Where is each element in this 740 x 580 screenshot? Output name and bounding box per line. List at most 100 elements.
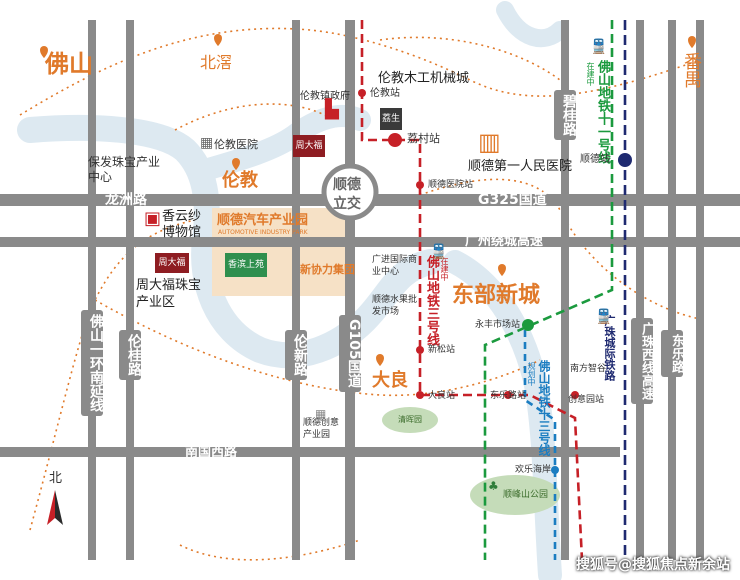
road-label-nanguo-west: 南国西路 [185, 445, 238, 460]
tree-icon: ♣ [488, 479, 499, 493]
road-label-dongle: 东乐路 [661, 330, 684, 377]
station-label: 顺德站 [580, 154, 610, 165]
station-dot [416, 181, 424, 189]
rail-label-guangzhu: 广珠城际铁路 [603, 315, 616, 381]
map-pin-icon [40, 46, 48, 58]
map-pin-icons [40, 34, 696, 366]
district-boundaries [19, 27, 706, 561]
watermark: 搜狐号@搜狐焦点新余站 [576, 557, 730, 573]
road-label-lunxin: 伦新路 [285, 330, 308, 380]
station-label: 东乐路站 [490, 391, 527, 401]
road-label-longzhou: 龙洲路 [105, 192, 147, 208]
auto-park-zone [212, 208, 350, 296]
licun-logo: 荔生 [380, 108, 402, 130]
station-label: 大良站 [428, 391, 456, 401]
poi-chuangyi-park: 顺德创意产业园 [303, 418, 340, 440]
poi-xiangyunsha: 香云纱博物馆 [162, 209, 202, 241]
map-pin-icon [214, 34, 222, 46]
road-label-biguilu: 碧桂路 [554, 90, 577, 140]
shunfeng-park [470, 475, 560, 515]
shunde-interchange [321, 163, 379, 221]
map-pin-icon [376, 354, 384, 366]
building-icon: ▣ [144, 208, 162, 229]
hospital-icon: ▦ [200, 135, 214, 151]
station-dot [522, 319, 534, 331]
metro-layer [360, 20, 627, 561]
compass-label: 北 [49, 471, 63, 486]
road-label-guangzhou-ring: 广州绕城高速 [465, 234, 544, 249]
map-pin-icon [498, 264, 506, 276]
metro-line-11-label: 佛山地铁十一号线 [595, 60, 610, 164]
poi-lunjiao-hospital: 伦教医院 [214, 138, 258, 151]
metro-line-13 [523, 330, 557, 560]
metro-train-icon: 🚆 [590, 39, 608, 55]
district-lunjiao: 伦教 [222, 170, 258, 191]
boundary-line [179, 539, 361, 561]
river-east [443, 250, 562, 580]
station-dot [551, 466, 559, 474]
compass-icon [47, 490, 63, 525]
metro-train-icon: 🚆 [595, 309, 613, 325]
zhoudafu-logo: 周大福 [293, 135, 325, 157]
station-label: 欢乐海岸 [515, 465, 552, 475]
station-label: 顺德医院站 [428, 180, 474, 190]
poi-qinghui: 清晖园 [398, 415, 422, 424]
hospital-icon: ▥ [478, 128, 501, 156]
station-dot [358, 89, 366, 97]
district-dongbu: 东部新城 [452, 283, 541, 308]
poi-auto-park-en: AUTOMOTIVE INDUSTRY PARK [218, 229, 308, 236]
station-dot [388, 133, 402, 147]
road-label-lungui: 伦桂路 [119, 330, 142, 380]
station-dot [416, 346, 424, 354]
metro-line-11 [483, 20, 614, 560]
metro-line-13-note: 规划中 [527, 362, 536, 386]
poi-shunfeng: 顺峰山公园 [503, 490, 549, 500]
river-north-east [496, 1, 569, 48]
poi-baofa: 保发珠宝产业中心 [88, 155, 161, 184]
station-label: 荔村站 [407, 132, 440, 145]
river [17, 114, 443, 369]
station-label: 南方智谷 [570, 364, 607, 374]
station-label: 新松站 [428, 345, 456, 355]
station-dot [618, 153, 632, 167]
poi-fruit-market: 顺德水果批发市场 [372, 295, 418, 317]
boundary-line [419, 178, 706, 321]
poi-auto-park: 顺德汽车产业园 [217, 213, 309, 228]
boundary-line [174, 103, 331, 131]
station-dot [416, 391, 424, 399]
road-label-g105: G105国道 [339, 315, 362, 392]
interchange-name: 顺德 [333, 177, 361, 193]
boundary-line [94, 299, 541, 397]
poi-guangjin: 广进国际商业中心 [372, 255, 418, 277]
poi-lunjiao-wood: 伦教木工机械城 [378, 71, 470, 86]
boundary-line [379, 36, 561, 81]
metro-train-icon: 🚆 [430, 244, 448, 260]
station-label: 伦教站 [370, 88, 400, 99]
station-dot [504, 391, 512, 399]
station-dot [571, 391, 579, 399]
poi-zhoudafu-zone: 周大福珠宝产业区 [136, 278, 202, 310]
building-icon: ▙ [325, 99, 339, 120]
district-beijiao: 北滘 [200, 53, 233, 72]
interchange-name: 立交 [333, 196, 361, 212]
metro-line-13-label: 佛山地铁十三号线 [537, 360, 551, 456]
station-label: 创意园站 [568, 395, 605, 405]
road-label-g325: G325国道 [478, 192, 547, 208]
district-panyu: 番禺 [681, 52, 702, 88]
zhoudafu-logo: 周大福 [155, 253, 189, 273]
metro-line-11-note: 在建中 [586, 62, 595, 86]
map-pin-icon [688, 36, 696, 48]
district-foshan: 佛山 [45, 50, 93, 78]
poi-first-hospital: 顺德第一人民医院 [468, 159, 573, 174]
qinghui-park [382, 407, 438, 433]
metro-line-3-label: 佛山地铁三号线 [424, 255, 439, 346]
poi-lunjiao-gov: 伦教镇政府 [300, 91, 350, 102]
station-label: 永丰市场站 [475, 320, 521, 330]
road-label-guangzhu-west: 广珠西线高速 [631, 318, 654, 404]
map-pin-icon [232, 158, 240, 170]
metro-line-3-note: 在建中 [440, 257, 449, 281]
district-daliang: 大良 [372, 370, 408, 391]
poi-xinxieli: 新协力集团 [300, 263, 355, 276]
road-label-foshan-ring: 佛山一环南延线 [81, 310, 104, 416]
